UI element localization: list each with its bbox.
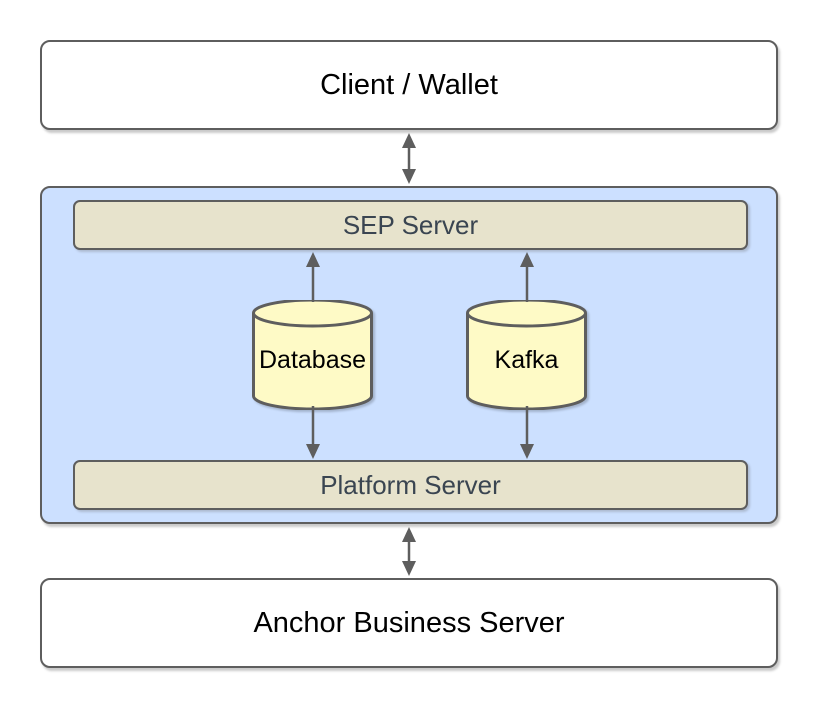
client-wallet-label: Client / Wallet (320, 68, 498, 101)
arrow-middleware-anchor (402, 527, 416, 576)
kafka-cylinder-icon (466, 300, 587, 410)
client-wallet-box: Client / Wallet (40, 40, 778, 130)
database-cylinder-icon (252, 300, 373, 410)
platform-server-bar: Platform Server (73, 460, 748, 510)
arrow-client-middleware (402, 133, 416, 184)
database-label: Database (258, 345, 367, 374)
sep-server-bar: SEP Server (73, 200, 748, 250)
kafka-label: Kafka (494, 345, 559, 374)
sep-server-label: SEP Server (342, 209, 479, 240)
anchor-business-server-box: Anchor Business Server (40, 578, 778, 668)
anchor-business-server-label: Anchor Business Server (253, 606, 565, 639)
platform-server-label: Platform Server (320, 469, 501, 500)
